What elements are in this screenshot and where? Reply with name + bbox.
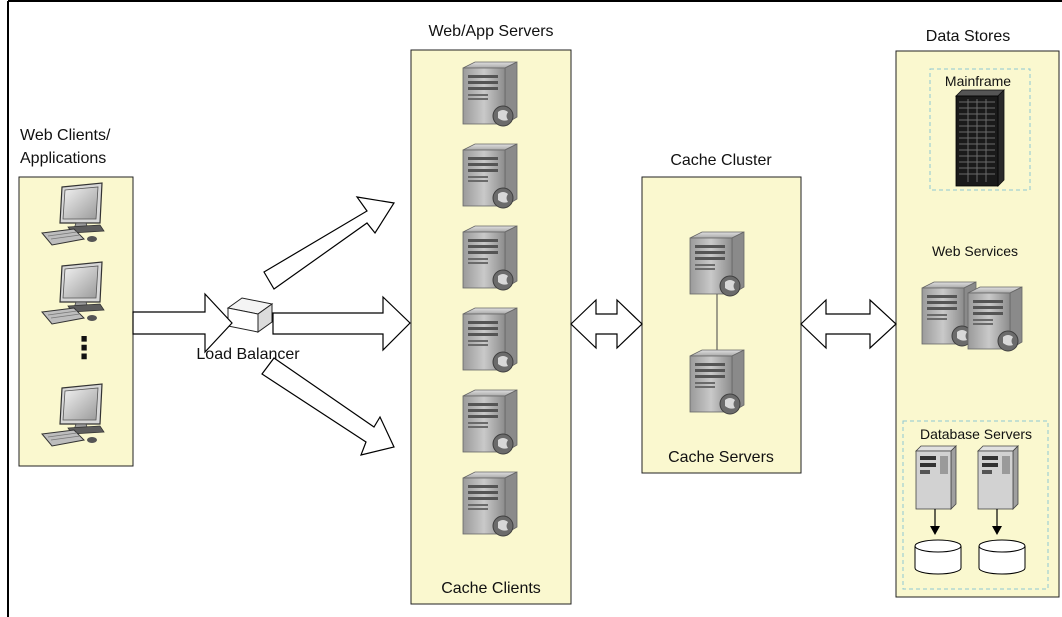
app-server-icon (462, 307, 518, 373)
database-cylinder-icon (978, 539, 1026, 575)
app-server-icon (462, 471, 518, 537)
web-app-servers-title: Web/App Servers (428, 23, 554, 40)
database-servers-label: Database Servers (919, 426, 1033, 442)
clients-ellipsis: ⋮ (69, 332, 99, 365)
load-balancer-label: Load Balancer (196, 346, 300, 363)
mainframe-box (929, 68, 1031, 191)
cache-server-icon (689, 349, 745, 415)
client-to-balancer-arrow (132, 292, 233, 354)
app-server-icon (462, 143, 518, 209)
load-balancer-box-icon (226, 297, 274, 333)
db-write-arrow (930, 509, 940, 535)
db-write-arrow (992, 509, 1002, 535)
balancer-lower-arrow (261, 357, 395, 456)
database-server-icon (977, 445, 1019, 510)
database-cylinder-icon (914, 539, 962, 575)
mainframe-label: Mainframe (944, 73, 1012, 89)
app-server-icon (462, 61, 518, 127)
database-server-icon (915, 445, 957, 510)
balancer-upper-arrow (263, 196, 395, 290)
balancer-middle-arrow (272, 295, 411, 352)
cache-datastore-double-arrow (800, 298, 897, 350)
app-cache-double-arrow (570, 298, 643, 350)
app-server-icon (462, 225, 518, 291)
web-service-server-icon (967, 286, 1023, 352)
web-clients-subtitle: Applications (20, 150, 107, 167)
web-services-label: Web Services (931, 243, 1019, 259)
web-clients-title: Web Clients/ (20, 127, 111, 144)
cache-server-icon (689, 231, 745, 297)
cache-cluster-panel (641, 176, 802, 474)
data-stores-title: Data Stores (925, 28, 1011, 45)
app-server-icon (462, 389, 518, 455)
database-servers-box (902, 420, 1049, 590)
cache-clients-label: Cache Clients (441, 580, 541, 597)
cache-servers-label: Cache Servers (668, 449, 774, 466)
mainframe-rack-icon (955, 89, 1005, 187)
cache-cluster-title: Cache Cluster (670, 152, 772, 169)
